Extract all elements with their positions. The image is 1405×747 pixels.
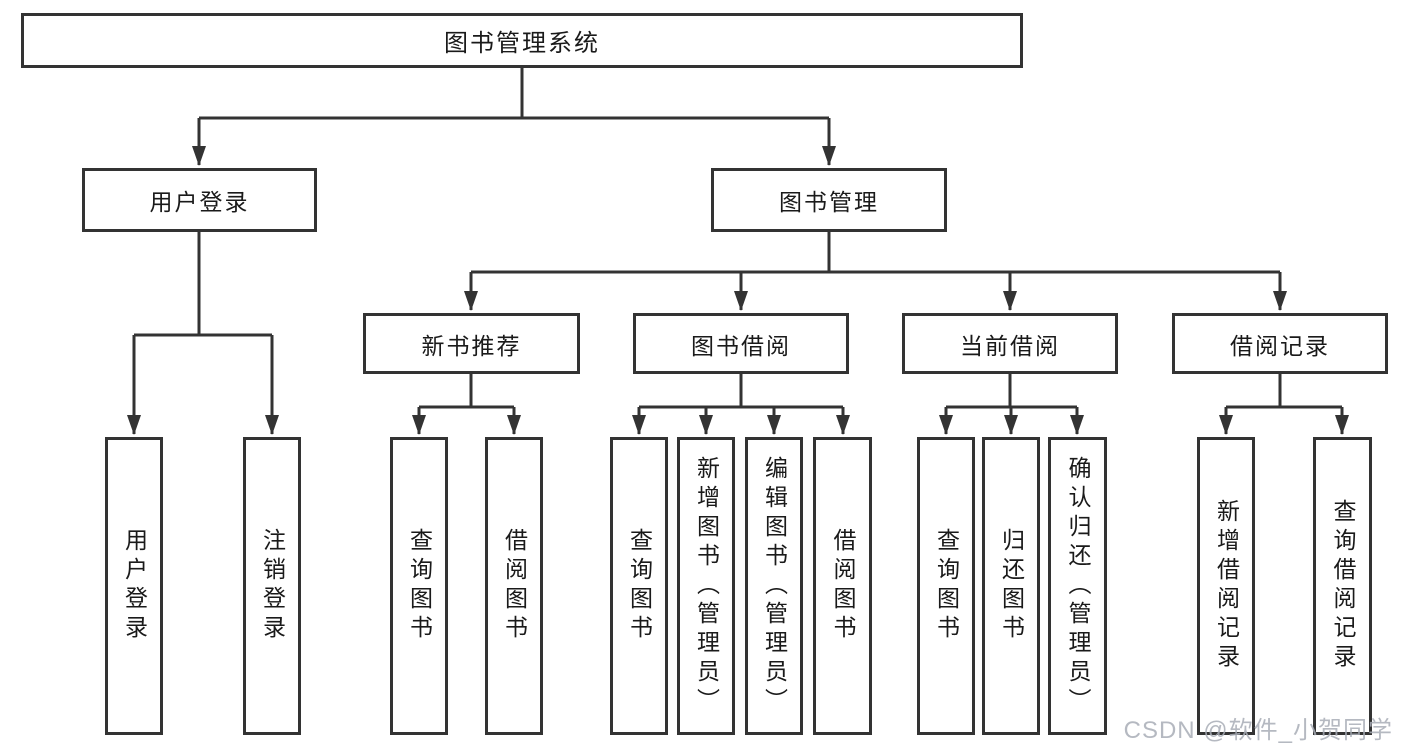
node-label: 归还图书 xyxy=(998,528,1025,644)
leaf-add-books-admin: 新增图书（管理员） xyxy=(677,437,735,735)
leaf-user-login: 用户登录 xyxy=(105,437,163,735)
node-label: 借阅记录 xyxy=(1230,332,1330,359)
node-new-book-recommend: 新书推荐 xyxy=(363,313,580,374)
node-label: 图书管理系统 xyxy=(444,30,600,57)
leaf-query-borrow-record: 查询借阅记录 xyxy=(1313,437,1372,735)
csdn-watermark: CSDN @软件_小贺同学 xyxy=(1123,717,1393,744)
leaf-logout: 注销登录 xyxy=(243,437,301,735)
leaf-return-books: 归还图书 xyxy=(982,437,1040,735)
node-book-borrowing: 图书借阅 xyxy=(633,313,849,374)
node-label: 用户登录 xyxy=(149,189,250,215)
node-label: 图书管理 xyxy=(779,189,879,215)
leaf-query-books-borrowing: 查询图书 xyxy=(610,437,668,735)
node-label: 编辑图书（管理员） xyxy=(761,455,788,717)
node-label: 新书推荐 xyxy=(421,332,522,359)
node-label: 借阅图书 xyxy=(830,528,856,644)
leaf-add-borrow-record: 新增借阅记录 xyxy=(1197,437,1255,735)
leaf-query-books-current: 查询图书 xyxy=(917,437,975,735)
node-label: 查询借阅记录 xyxy=(1330,499,1356,673)
node-label: 查询图书 xyxy=(626,528,653,644)
node-label: 用户登录 xyxy=(121,528,148,644)
node-label: 当前借阅 xyxy=(960,332,1060,359)
node-label: 借阅图书 xyxy=(501,528,528,644)
node-borrowing-records: 借阅记录 xyxy=(1172,313,1388,374)
node-current-borrowing: 当前借阅 xyxy=(902,313,1118,374)
leaf-edit-books-admin: 编辑图书（管理员） xyxy=(745,437,803,735)
leaf-borrow-books: 借阅图书 xyxy=(813,437,872,735)
node-label: 注销登录 xyxy=(259,528,286,644)
node-label: 确认归还（管理员） xyxy=(1065,455,1091,717)
node-user-login-group: 用户登录 xyxy=(82,168,317,232)
node-label: 新增图书（管理员） xyxy=(693,455,720,717)
node-label: 查询图书 xyxy=(406,528,433,644)
node-label: 新增借阅记录 xyxy=(1213,499,1240,673)
leaf-borrow-books-recommend: 借阅图书 xyxy=(485,437,543,735)
node-label: 图书借阅 xyxy=(691,332,791,359)
leaf-query-books-recommend: 查询图书 xyxy=(390,437,448,735)
node-library-management-system: 图书管理系统 xyxy=(21,13,1023,68)
node-book-management: 图书管理 xyxy=(711,168,947,232)
leaf-confirm-return-admin: 确认归还（管理员） xyxy=(1048,437,1107,735)
node-label: 查询图书 xyxy=(933,528,960,644)
